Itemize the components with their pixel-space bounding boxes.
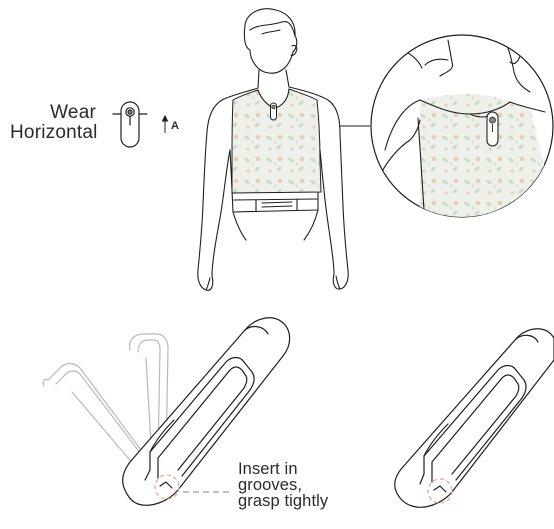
orientation-icon (113, 102, 147, 147)
axis-arrow-icon (163, 116, 168, 133)
orientation-label-line2: Horizontal (10, 123, 96, 143)
orientation-label-line1: Wear (10, 103, 96, 123)
orientation-label: Wear Horizontal (10, 103, 96, 143)
instruction-text: Insert in grooves, grasp tightly (238, 461, 328, 509)
head (244, 9, 296, 73)
instruction-line1: Insert in (238, 461, 328, 477)
clip-device-right (395, 329, 554, 507)
axis-label: A (171, 120, 179, 132)
instruction-line2: grooves, (238, 477, 328, 493)
instruction-line3: grasp tightly (238, 493, 328, 509)
clip-device-on-shirt (271, 103, 277, 120)
zoom-detail-circle (371, 35, 554, 230)
clip-device-zoomed (487, 112, 498, 146)
